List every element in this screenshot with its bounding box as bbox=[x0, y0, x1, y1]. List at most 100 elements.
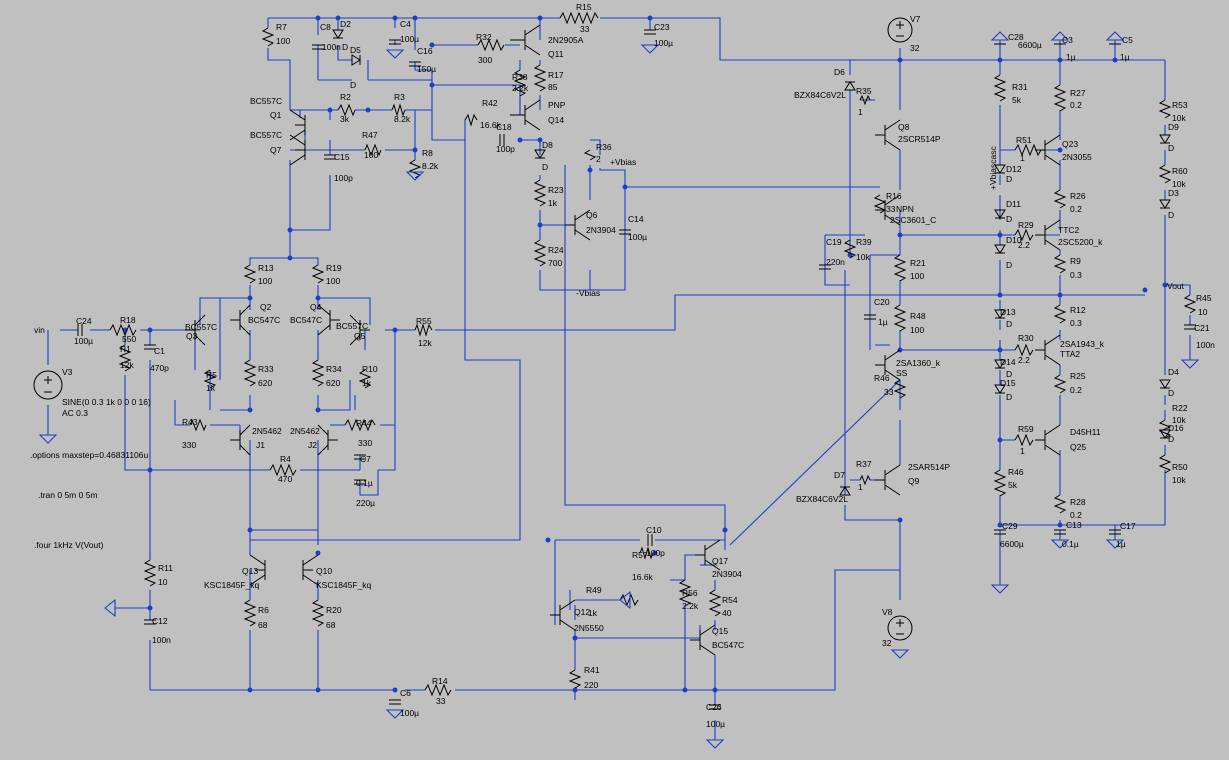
lbl-q3t: BC557C bbox=[185, 322, 217, 332]
lbl-v8v: 32 bbox=[882, 638, 892, 648]
diodes bbox=[332, 29, 1171, 496]
lbl-r16v: 33 bbox=[886, 204, 896, 214]
lbl-r27v: 0.2 bbox=[1070, 100, 1082, 110]
lbl-r31: R31 bbox=[1012, 82, 1028, 92]
lbl-d14d: D bbox=[1006, 369, 1012, 379]
lbl-r59: R59 bbox=[1018, 424, 1034, 434]
lbl-v3ac: AC 0.3 bbox=[62, 408, 88, 418]
lbl-j2t: 2N5462 bbox=[290, 426, 320, 436]
lbl-d8: D8 bbox=[542, 140, 553, 150]
lbl-r1: R1 bbox=[120, 344, 131, 354]
lbl-c23v: 100µ bbox=[654, 38, 673, 48]
lbl-c29v: 6600µ bbox=[1000, 539, 1024, 549]
lbl-c17: C17 bbox=[1120, 521, 1136, 531]
lbl-nvbias: -Vbias bbox=[576, 288, 600, 298]
lbl-r8v: 8.2k bbox=[422, 161, 439, 171]
lbl-c7b: 220µ bbox=[356, 498, 375, 508]
lbl-r59v: 1 bbox=[1020, 446, 1025, 456]
lbl-d3d: D bbox=[1168, 210, 1174, 220]
lbl-d7t: BZX84C6V2L bbox=[796, 494, 848, 504]
lbl-c8v: 100n bbox=[322, 42, 341, 52]
lbl-r24: R24 bbox=[548, 245, 564, 255]
lbl-r46v: 5k bbox=[1008, 480, 1018, 490]
lbl-r21: R21 bbox=[910, 258, 926, 268]
lbl-c21: C21 bbox=[1194, 323, 1210, 333]
lbl-d6t: BZX84C6V2L bbox=[794, 90, 846, 100]
lbl-c17v: 1µ bbox=[1116, 539, 1126, 549]
lbl-q18s: SS bbox=[896, 368, 908, 378]
lbl-c7: C7 bbox=[360, 454, 371, 464]
lbl-r54v: 40 bbox=[722, 608, 732, 618]
lbl-r44: R44 bbox=[356, 418, 372, 428]
lbl-c14v: 100µ bbox=[628, 232, 647, 242]
lbl-r42: R42 bbox=[482, 98, 498, 108]
lbl-r44v: 330 bbox=[358, 438, 372, 448]
lbl-j1t: 2N5462 bbox=[252, 426, 282, 436]
lbl-r26v: 0.2 bbox=[1070, 204, 1082, 214]
lbl-c5v: 1µ bbox=[1120, 52, 1130, 62]
lbl-r38v: 2.2k bbox=[512, 83, 529, 93]
lbl-d5: D5 bbox=[350, 45, 361, 55]
lbl-r24v: 700 bbox=[548, 258, 562, 268]
lbl-r36v: 2 bbox=[596, 154, 601, 164]
lbl-r46: R46 bbox=[1008, 467, 1024, 477]
lbl-d16d: D bbox=[1168, 434, 1174, 444]
lbl-c10v: 100p bbox=[646, 548, 665, 558]
lbl-d16: D16 bbox=[1168, 423, 1184, 433]
lbl-q2t: BC547C bbox=[248, 315, 280, 325]
lbl-c26: C26 bbox=[706, 702, 722, 712]
lbl-c6v: 100µ bbox=[400, 708, 419, 718]
wires bbox=[47, 17, 1191, 740]
lbl-q2: Q2 bbox=[260, 302, 272, 312]
lbl-r46av: 33 bbox=[884, 387, 894, 397]
lbl-r39v: 10k bbox=[856, 252, 870, 262]
lbl-v3sine: SINE(0 0.3 1k 0 0 0 16) bbox=[62, 397, 151, 407]
lbl-q12t: 2N5550 bbox=[574, 623, 604, 633]
lbl-j2: J2 bbox=[308, 440, 317, 450]
lbl-r2v: 3k bbox=[340, 114, 350, 124]
lbl-q23t: 2N3055 bbox=[1062, 152, 1092, 162]
lbl-d13d: D bbox=[1006, 319, 1012, 329]
lbl-c3v: 1µ bbox=[1066, 52, 1076, 62]
lbl-q16t: 2SC3601_C bbox=[890, 215, 936, 225]
lbl-r53v: 10k bbox=[1172, 113, 1186, 123]
lbl-four: .four 1kHz V(Vout) bbox=[34, 540, 104, 550]
lbl-r28: R28 bbox=[1070, 497, 1086, 507]
lbl-c12: C12 bbox=[152, 616, 168, 626]
lbl-q11: Q11 bbox=[548, 49, 564, 59]
lbl-c13v: 0.1µ bbox=[1062, 539, 1079, 549]
lbl-q12: Q12 bbox=[574, 607, 590, 617]
capacitors bbox=[77, 29, 1196, 710]
lbl-c7v: 0.1µ bbox=[356, 478, 373, 488]
lbl-r19v: 100 bbox=[326, 276, 340, 286]
lbl-r9v: 0.3 bbox=[1070, 270, 1082, 280]
lbl-q5: Q5 bbox=[354, 331, 366, 341]
lbl-r36: R36 bbox=[596, 142, 612, 152]
lbl-r6: R6 bbox=[258, 605, 269, 615]
lbl-d5d: D bbox=[350, 80, 356, 90]
lbl-r33v: 620 bbox=[258, 378, 272, 388]
lbl-r41v: 220 bbox=[584, 680, 598, 690]
lbl-c13: C13 bbox=[1066, 520, 1082, 530]
lbl-d13: D13 bbox=[1000, 307, 1016, 317]
lbl-d10d: D bbox=[1006, 260, 1012, 270]
lbl-d12d: D bbox=[1006, 174, 1012, 184]
lbl-r16: R16 bbox=[886, 191, 902, 201]
lbl-bc557c7: BC557C bbox=[250, 130, 282, 140]
lbl-d15d: D bbox=[1006, 392, 1012, 402]
lbl-d11: D11 bbox=[1006, 199, 1021, 209]
lbl-r7: R7 bbox=[276, 22, 287, 32]
lbl-r21v: 100 bbox=[910, 271, 924, 281]
lbl-r25: R25 bbox=[1070, 371, 1086, 381]
lbl-tta2: TTA2 bbox=[1060, 349, 1080, 359]
lbl-r32: R32 bbox=[476, 32, 492, 42]
lbl-r55: R55 bbox=[416, 316, 432, 326]
lbl-r54: R54 bbox=[722, 595, 738, 605]
lbl-r15v: 33 bbox=[580, 24, 590, 34]
lbl-r8: R8 bbox=[422, 148, 433, 158]
lbl-q3: Q3 bbox=[186, 331, 198, 341]
lbl-r34v: 620 bbox=[326, 378, 340, 388]
lbl-r20v: 68 bbox=[326, 620, 336, 630]
lbl-vbiascasc: +Vbiascasc bbox=[988, 146, 998, 190]
